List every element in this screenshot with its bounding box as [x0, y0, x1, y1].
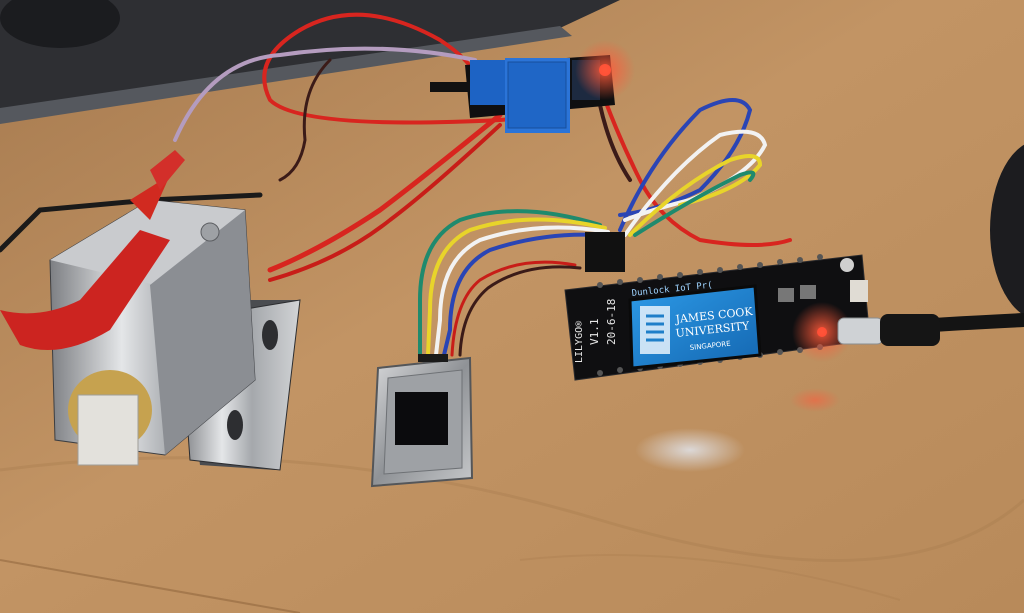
- fingerprint-window: [395, 392, 448, 445]
- fingerprint-sensor: [370, 354, 474, 488]
- test-clip: [0, 150, 185, 350]
- lilygo-board: [564, 232, 940, 381]
- relay-module: [430, 40, 635, 133]
- board-version-label: V1.1: [588, 319, 601, 346]
- usb-c-plug: [837, 317, 884, 345]
- mouse-edge: [990, 144, 1024, 316]
- jumper-wires: [0, 12, 1024, 357]
- solenoid-lock: [49, 175, 301, 471]
- desk-wood-grain: [0, 456, 1024, 562]
- screen-reflection: [635, 428, 745, 472]
- board-date-label: 20-6-18: [605, 299, 618, 345]
- board-brand-label: LILYGO®: [574, 320, 585, 363]
